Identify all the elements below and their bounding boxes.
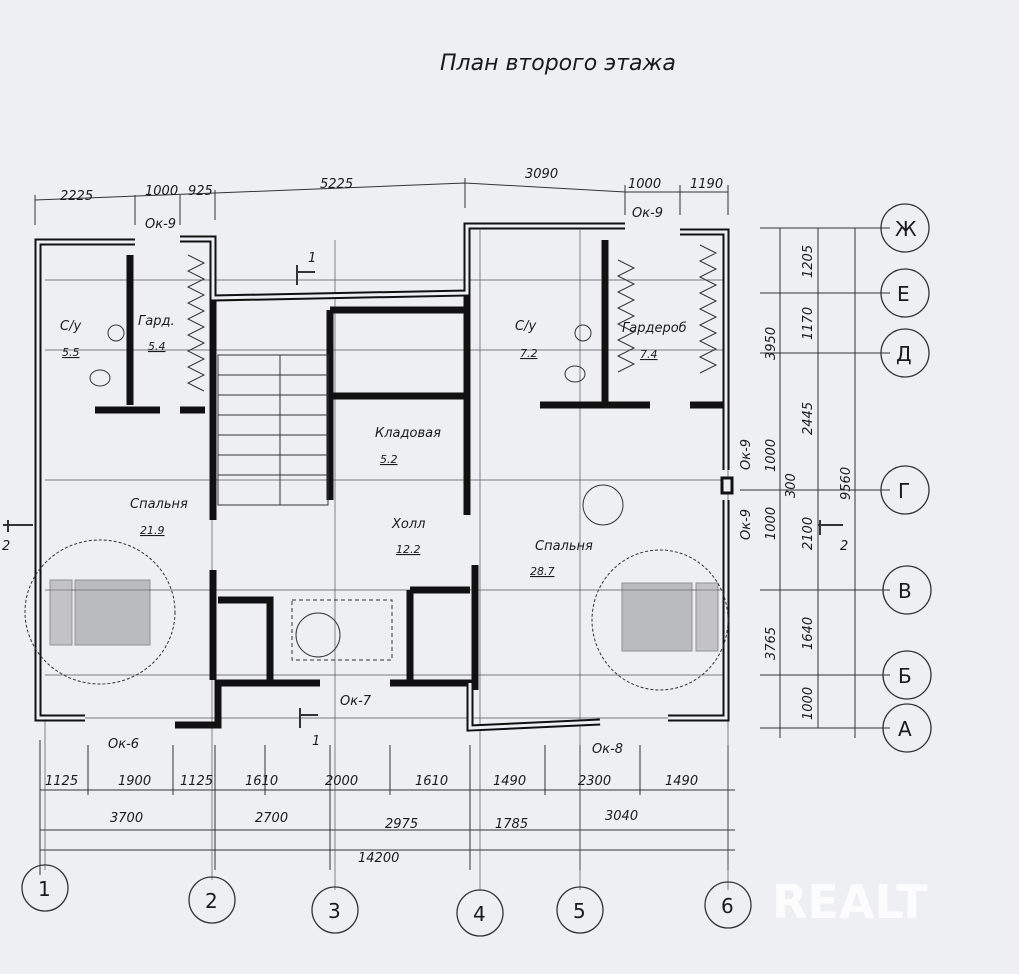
axis-label: 5 [573,899,586,923]
room-name: Спальня [535,539,593,554]
window-label: Ок-9 [632,206,663,221]
axis-label: 2 [205,889,218,913]
right-dim: 1000 [801,687,816,720]
axis-label: Д [896,342,912,366]
room-area: 5.5 [62,346,80,359]
right-dim: 2445 [801,402,816,435]
right-dim-total: 9560 [839,467,854,500]
right-dim: 1170 [801,307,816,340]
room-area: 7.2 [520,347,538,360]
right-dim: 1640 [801,617,816,650]
bottom-dim: 3700 [110,811,143,826]
window-label: Ок-9 [145,217,176,232]
axis-bubbles-vertical [880,203,932,753]
section-mark: 2 [2,539,10,554]
room-name: Кладовая [375,426,441,441]
right-dim: 1000 [764,507,779,540]
right-dim: 300 [784,473,799,498]
right-dim: 3765 [764,627,779,660]
room-name: Гард. [138,314,175,329]
bottom-dim: 2975 [385,817,418,832]
bottom-dim: 3040 [605,809,638,824]
right-dim: 1205 [801,245,816,278]
section-mark: 1 [312,734,320,749]
right-dim: 1000 [764,439,779,472]
axis-label: 6 [721,894,734,918]
dimension-lines [34,178,890,890]
bottom-dim: 1785 [495,817,528,832]
top-dim: 1000 [145,184,178,199]
room-name: С/у [515,319,536,334]
axis-label: Г [898,479,910,503]
watermark-logo: REALT [772,875,928,929]
top-dim: 1190 [690,177,723,192]
walls [34,222,734,732]
axis-bubbles-horizontal [21,864,752,937]
axis-label: Ж [895,217,917,241]
right-dim: 2100 [801,517,816,550]
room-area: 5.2 [380,453,398,466]
window-label: Ок-6 [108,737,139,752]
bottom-dim: 1125 [180,774,213,789]
room-name: Гардероб [622,321,687,336]
axis-label: Е [897,282,910,306]
axis-label: В [898,579,912,603]
axis-label: 4 [473,902,486,926]
bottom-dim: 2300 [578,774,611,789]
top-dim: 3090 [525,167,558,182]
bottom-dim: 2700 [255,811,288,826]
window-label: Ок-9 [739,439,754,470]
top-dim: 2225 [60,189,93,204]
top-dim: 1000 [628,177,661,192]
window-label: Ок-7 [340,694,372,709]
bottom-dim-total: 14200 [358,851,399,866]
section-mark: 1 [308,251,316,266]
window-label: Ок-9 [739,509,754,540]
room-area: 28.7 [530,565,555,578]
bottom-dim: 1610 [245,774,278,789]
room-area: 5.4 [148,340,166,353]
bottom-dim: 1490 [665,774,698,789]
top-dim: 5225 [320,177,353,192]
room-area: 12.2 [396,543,421,556]
right-dim: 3950 [764,327,779,360]
axis-label: Б [898,664,912,688]
furniture [24,244,729,691]
bottom-dim: 1610 [415,774,448,789]
axis-label: 3 [328,899,341,923]
window-label: Ок-8 [592,742,623,757]
room-name: Спальня [130,497,188,512]
room-area: 21.9 [140,524,165,537]
plan-title: План второго этажа [440,51,676,76]
room-area: 7.4 [640,348,658,361]
bottom-dim: 1490 [493,774,526,789]
bottom-dim: 1125 [45,774,78,789]
top-dim: 925 [188,184,213,199]
bottom-dim: 2000 [325,774,358,789]
bottom-dim: 1900 [118,774,151,789]
axis-label: А [898,717,912,741]
section-mark: 2 [840,539,848,554]
room-name: Холл [391,517,425,532]
room-name: С/у [60,319,81,334]
axis-label: 1 [38,877,51,901]
